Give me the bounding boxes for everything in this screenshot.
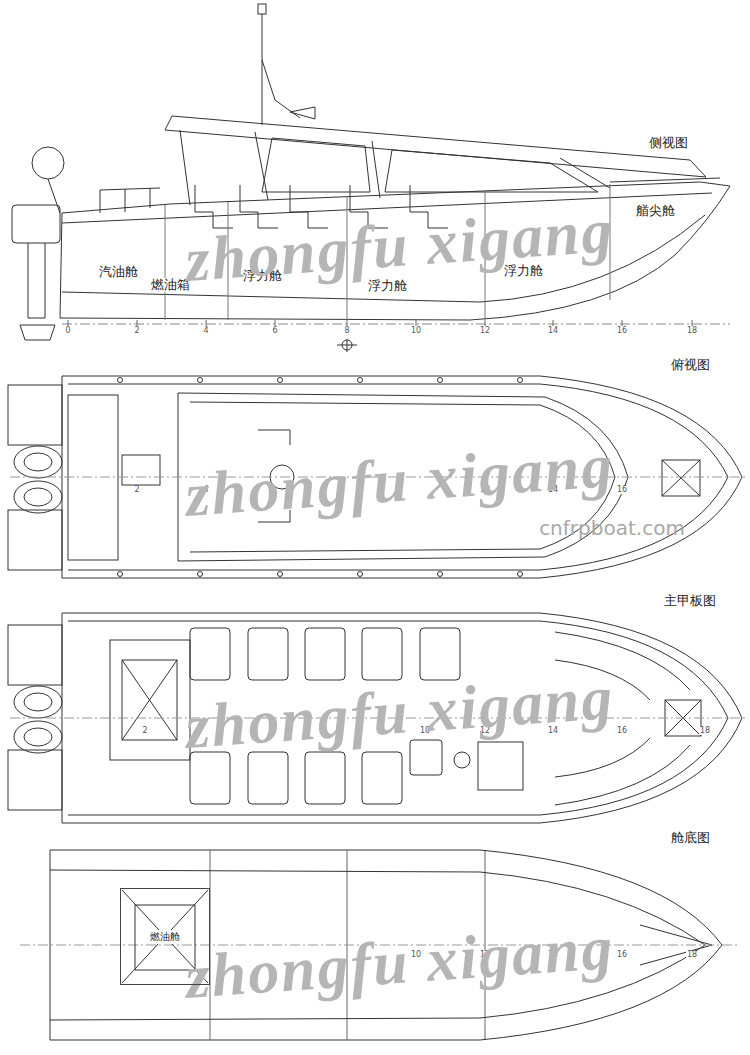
station-number: 16 — [616, 727, 628, 736]
station-number: 18 — [686, 951, 698, 960]
top-view — [8, 376, 745, 578]
station-number: 8 — [343, 327, 350, 336]
side-view — [12, 4, 730, 352]
station-number: 12 — [479, 327, 491, 336]
view-title: 舱底图 — [669, 831, 712, 845]
station-number: 14 — [547, 327, 559, 336]
site-watermark: cnfrpboat.com — [539, 517, 685, 539]
station-number: 16 — [616, 486, 628, 495]
tank-label: 燃油舱 — [149, 930, 181, 944]
station-number: 0 — [64, 327, 71, 336]
fuel-tank-box: 燃油舱 — [120, 888, 210, 985]
compartment-label: 艏尖舱 — [634, 204, 677, 218]
station-number: 2 — [133, 486, 140, 495]
view-title: 侧视图 — [647, 136, 690, 150]
station-number: 18 — [699, 727, 711, 736]
compartment-label: 汽油舱 — [97, 265, 140, 279]
station-number: 10 — [410, 327, 422, 336]
station-number: 16 — [616, 327, 628, 336]
station-number: 6 — [271, 327, 278, 336]
station-number: 2 — [133, 327, 140, 336]
watermark: zhongfu xigang — [183, 913, 616, 1011]
station-number: 16 — [616, 951, 628, 960]
bottom-view — [20, 850, 740, 1040]
main-deck-view — [8, 613, 745, 823]
compartment-label: 燃油箱 — [149, 278, 192, 292]
station-number: 4 — [202, 327, 209, 336]
view-title: 俯视图 — [669, 358, 712, 372]
watermark: zhongfu xigang — [183, 431, 616, 529]
station-number: 2 — [141, 727, 148, 736]
station-number: 18 — [686, 327, 698, 336]
view-title: 主甲板图 — [662, 594, 718, 608]
